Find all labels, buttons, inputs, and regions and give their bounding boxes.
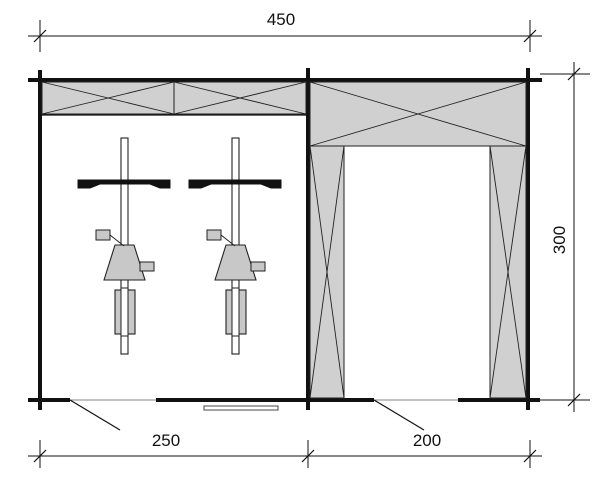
depth-label: 300 [550, 226, 569, 254]
canopy-top-beam [309, 81, 527, 147]
bicycle-1 [77, 137, 171, 355]
left-door-leaf [69, 399, 121, 431]
dimension-depth: 300 [540, 62, 590, 412]
dimension-right-width: 200 [308, 431, 542, 468]
canopy-right-post [489, 145, 527, 399]
dimension-left-width: 250 [28, 431, 320, 468]
overhead-shelf-middle [173, 81, 307, 115]
dimension-total-width: 450 [28, 10, 542, 52]
overhead-shelf-left [41, 81, 175, 115]
right-width-label: 200 [413, 431, 441, 450]
canopy-left-post [309, 145, 345, 399]
walls [28, 68, 542, 431]
right-door-leaf [373, 399, 425, 431]
bicycle-2 [188, 137, 282, 355]
threshold-strip [203, 405, 279, 411]
total-width-label: 450 [267, 10, 295, 29]
left-width-label: 250 [152, 431, 180, 450]
